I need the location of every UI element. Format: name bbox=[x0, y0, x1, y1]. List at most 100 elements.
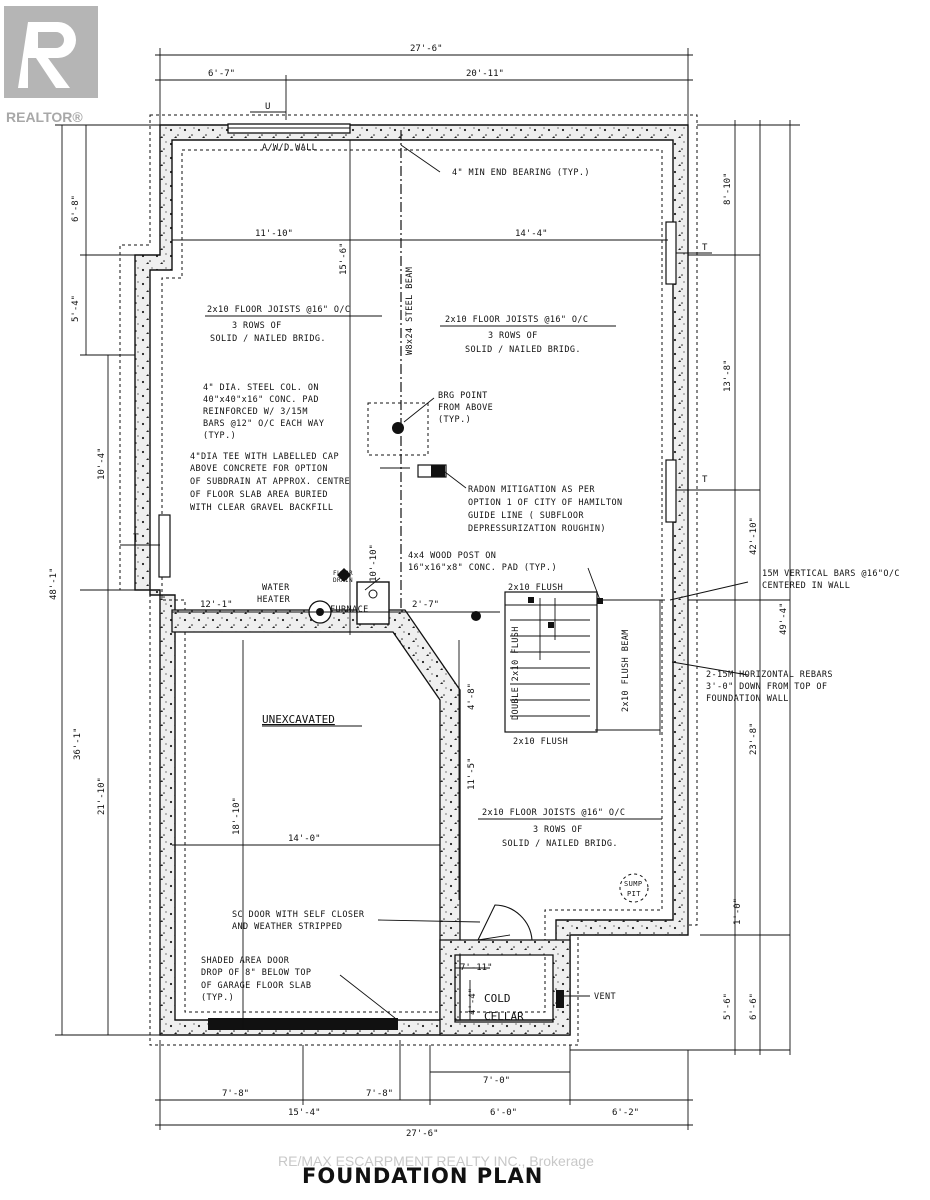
plan-text: 6'-0" bbox=[490, 1108, 517, 1118]
plan-text: OF GARAGE FLOOR SLAB bbox=[201, 981, 311, 991]
radon-note: RADON MITIGATION AS PER bbox=[468, 485, 595, 495]
plan-text: DRAIN bbox=[333, 577, 353, 584]
plan-text: DEPRESSURIZATION ROUGHIN) bbox=[468, 524, 606, 534]
plan-text: SOLID / NAILED BRIDG. bbox=[502, 839, 618, 849]
plan-text: 7'-11" bbox=[460, 963, 493, 973]
steel-column-note: 4" DIA. STEEL COL. ON bbox=[203, 383, 319, 393]
plan-text: 7'-8" bbox=[222, 1089, 249, 1099]
vertical-bars-note: 15M VERTICAL BARS @16"O/C bbox=[762, 569, 900, 579]
plan-text: OPTION 1 OF CITY OF HAMILTON bbox=[468, 498, 623, 508]
plan-text: HEATER bbox=[257, 595, 291, 605]
plan-text: 23'-8" bbox=[749, 722, 759, 755]
plan-text: WITH CLEAR GRAVEL BACKFILL bbox=[190, 503, 333, 513]
plan-text: 3'-0" DOWN FROM TOP OF bbox=[706, 682, 827, 692]
wood-post-note: 4x4 WOOD POST ON bbox=[408, 551, 496, 561]
plan-text: 6'-8" bbox=[71, 195, 81, 222]
plan-text: T bbox=[702, 475, 708, 485]
top-dimensions: 27'-6" 6'-7" 20'-11" U bbox=[155, 44, 693, 125]
plan-text: 15'-6" bbox=[339, 242, 349, 275]
right-dimensions: 8'-10" 13'-8" 42'-10" 49'-4" 23'-8" 1'-0… bbox=[570, 120, 800, 1055]
plan-text: 14'-4" bbox=[515, 229, 548, 239]
plan-text: 11'-10" bbox=[255, 229, 293, 239]
plan-text: 2'-7" bbox=[412, 600, 439, 610]
plan-text: 11'-5" bbox=[467, 757, 477, 790]
cold-cellar-label: COLD bbox=[484, 992, 511, 1005]
left-dimensions: 6'-8" 5'-4" 10'-4" 48'-1" 36'-1" 21'-10"… bbox=[49, 124, 160, 1036]
plan-text: FOUNDATION WALL bbox=[706, 694, 789, 704]
plan-text: 18'-10" bbox=[232, 797, 242, 835]
furnace-label: FURNACE bbox=[330, 605, 369, 615]
plan-text: GUIDE LINE ( SUBFLOOR bbox=[468, 511, 584, 521]
floor-drain-label: FLOOR bbox=[333, 570, 353, 577]
stair bbox=[504, 591, 665, 735]
plan-text: REALTOR® bbox=[6, 109, 83, 125]
stair-bottom-label: 2x10 FLUSH bbox=[513, 737, 568, 747]
plan-text: T bbox=[133, 533, 139, 543]
plan-text: 5'-6" bbox=[723, 993, 733, 1020]
door-note: SC DOOR WITH SELF CLOSER bbox=[232, 910, 365, 920]
plan-text: 49'-4" bbox=[779, 602, 789, 635]
brokerage-watermark: RE/MAX ESCARPMENT REALTY INC., Brokerage bbox=[278, 1153, 594, 1169]
plan-text: FROM ABOVE bbox=[438, 403, 493, 413]
plan-text: (TYP.) bbox=[203, 431, 236, 441]
plan-text: 36'-1" bbox=[73, 727, 83, 760]
flush-beam-label: 2x10 FLUSH BEAM bbox=[621, 629, 631, 712]
plan-text: 16"x16"x8" CONC. PAD (TYP.) bbox=[408, 563, 557, 573]
plan-text: 21'-10" bbox=[97, 777, 107, 815]
plan-text: AND WEATHER STRIPPED bbox=[232, 922, 342, 932]
joists-left-note-1: 2x10 FLOOR JOISTS @16" O/C bbox=[207, 305, 350, 315]
plan-text: 1'-0" bbox=[733, 898, 743, 925]
brg-point-note: BRG POINT bbox=[438, 391, 488, 401]
plan-text: DROP OF 8" BELOW TOP bbox=[201, 968, 311, 978]
plan-text: (TYP.) bbox=[438, 415, 471, 425]
plan-text: 27'-6" bbox=[410, 44, 443, 54]
plan-title: FOUNDATION PLAN bbox=[302, 1164, 543, 1188]
plan-text: SOLID / NAILED BRIDG. bbox=[465, 345, 581, 355]
plan-text: T bbox=[702, 243, 708, 253]
plan-text: OF FLOOR SLAB AREA BURIED bbox=[190, 490, 328, 500]
water-heater-label: WATER bbox=[262, 583, 290, 593]
plan-text: 7'-0" bbox=[483, 1076, 510, 1086]
plan-text: CELLAR bbox=[484, 1010, 524, 1023]
plan-text: PIT bbox=[627, 890, 641, 898]
plan-text: SOLID / NAILED BRIDG. bbox=[210, 334, 326, 344]
plan-text: 10'-10" bbox=[369, 544, 379, 582]
plan-text: 6'-7" bbox=[208, 69, 235, 79]
plan-text: 20'-11" bbox=[466, 69, 504, 79]
vent-label: VENT bbox=[594, 992, 616, 1002]
plan-text: U bbox=[265, 102, 270, 112]
plan-notes: A/W/D WALL 4" MIN END BEARING (TYP.) 2x1… bbox=[190, 143, 900, 1023]
subdrain-tee-note: 4"DIA TEE WITH LABELLED CAP bbox=[190, 452, 339, 462]
plan-text: 5'-4" bbox=[71, 295, 81, 322]
plan-text: ABOVE CONCRETE FOR OPTION bbox=[190, 464, 328, 474]
plan-text: W8x24 STEEL BEAM bbox=[405, 267, 415, 355]
shaded-area-note: SHADED AREA DOOR bbox=[201, 956, 290, 966]
unexcavated-label: UNEXCAVATED bbox=[262, 713, 335, 726]
foundation-wall bbox=[119, 114, 698, 1046]
plan-text: 3 ROWS OF bbox=[232, 321, 282, 331]
plan-text: 27'-6" bbox=[406, 1129, 439, 1139]
interior-framing: W8x24 STEEL BEAM 11'-10" 14'-4" 15'-6" 1… bbox=[172, 130, 668, 1030]
joists-right-note-1: 2x10 FLOOR JOISTS @16" O/C bbox=[445, 315, 588, 325]
window-label: A/W/D WALL bbox=[262, 143, 317, 153]
plan-text: 15'-4" bbox=[288, 1108, 321, 1118]
plan-text: 10'-4" bbox=[97, 447, 107, 480]
plan-text: 42'-10" bbox=[749, 517, 759, 555]
stair-beam-label: DOUBLE 2x10 FLUSH bbox=[511, 626, 521, 720]
min-end-bearing-note: 4" MIN END BEARING (TYP.) bbox=[452, 168, 590, 178]
plan-text: OF SUBDRAIN AT APPROX. CENTRE bbox=[190, 477, 350, 487]
plan-text: 4'-8" bbox=[467, 683, 477, 710]
sump-pit-label: SUMP bbox=[624, 880, 642, 888]
plan-text: 12'-1" bbox=[200, 600, 233, 610]
horizontal-rebars-note: 2-15M HORIZONTAL REBARS bbox=[706, 670, 833, 680]
plan-text: 7'-8" bbox=[366, 1089, 393, 1099]
plan-text: 14'-0" bbox=[288, 834, 321, 844]
leader-lines bbox=[339, 144, 749, 1019]
plan-text: 4'-4" bbox=[468, 988, 478, 1015]
plan-text: 3 ROWS OF bbox=[488, 331, 538, 341]
realtor-logo: REALTOR® bbox=[4, 6, 98, 125]
plan-text: 3 ROWS OF bbox=[533, 825, 583, 835]
plan-text: 6'-6" bbox=[749, 993, 759, 1020]
bottom-dimensions: 7'-8" 7'-8" 7'-0" 15'-4" 6'-0" 6'-2" 27'… bbox=[155, 1040, 693, 1139]
